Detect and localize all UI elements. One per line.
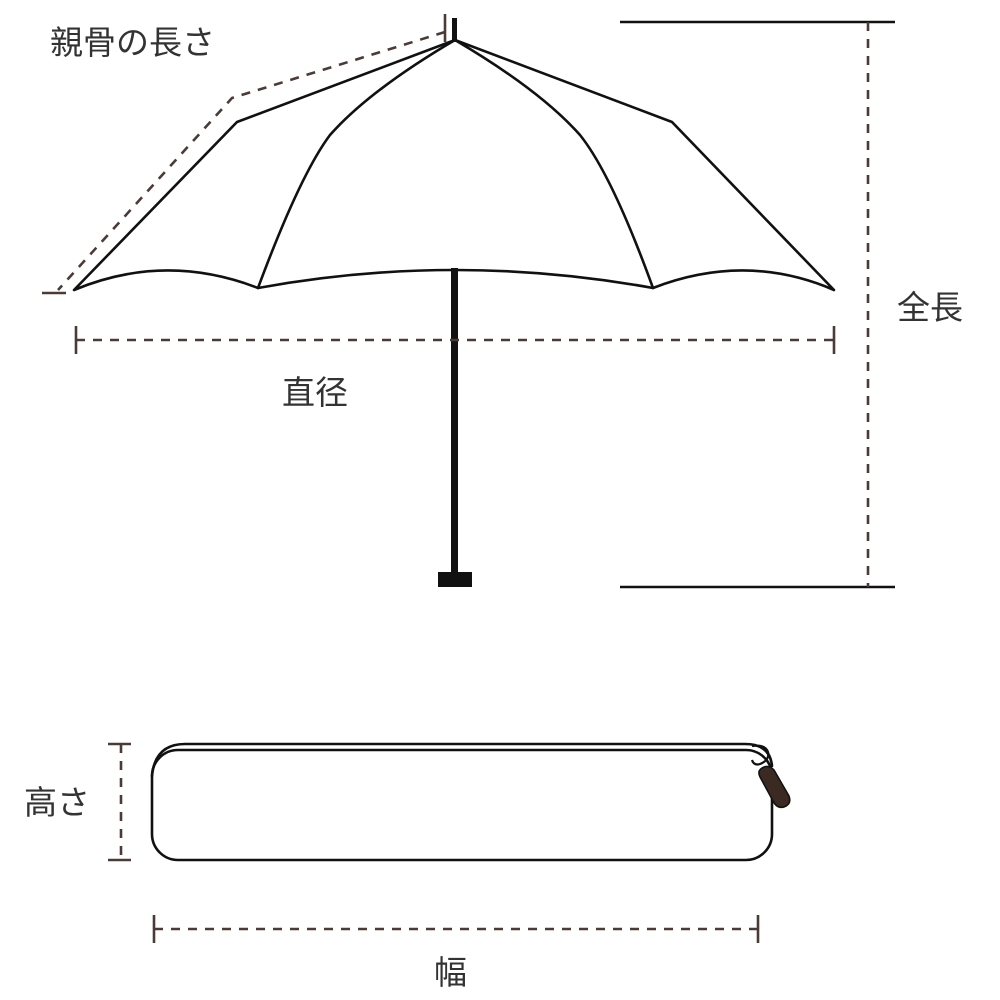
height-dimension xyxy=(108,742,131,862)
zipper-ring xyxy=(750,744,770,766)
umbrella-shaft xyxy=(451,268,458,573)
umbrella xyxy=(72,18,836,587)
total-length-label: 全長 xyxy=(897,288,963,327)
canopy-outline xyxy=(72,38,836,292)
zipper-pull xyxy=(758,765,791,809)
diameter-dimension xyxy=(74,326,836,354)
rib-length-dimension xyxy=(42,14,447,295)
total-length-dimension xyxy=(620,20,895,589)
rib-length-label: 親骨の長さ xyxy=(50,23,215,62)
canopy-rib-left xyxy=(256,38,457,290)
height-label: 高さ xyxy=(24,783,90,822)
diameter-label: 直径 xyxy=(282,373,348,412)
width-label: 幅 xyxy=(434,953,467,992)
umbrella-case xyxy=(150,742,791,862)
umbrella-tip xyxy=(452,18,457,42)
umbrella-handle xyxy=(438,572,472,587)
width-dimension xyxy=(152,915,760,943)
canopy-rib-right xyxy=(453,38,655,290)
case-body xyxy=(150,748,774,862)
